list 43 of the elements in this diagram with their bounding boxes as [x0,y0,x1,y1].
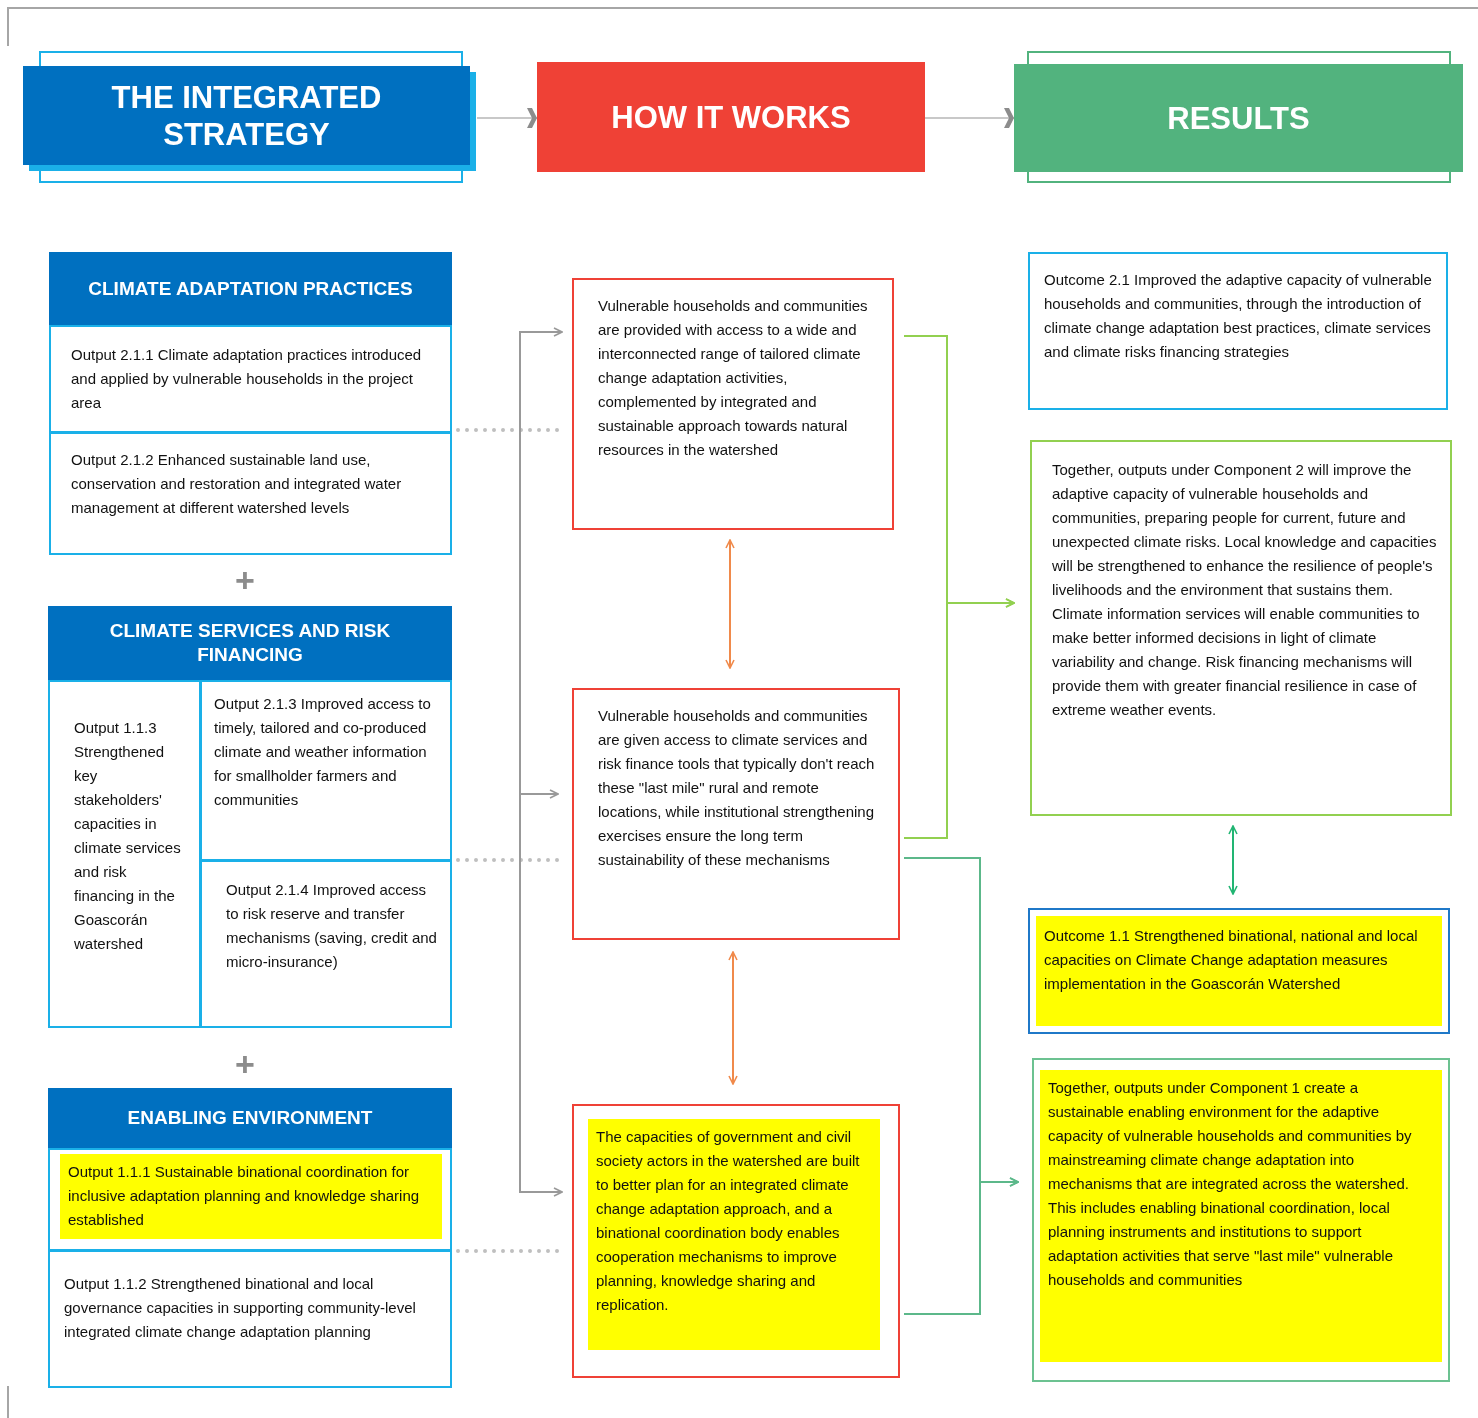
output-cell [49,325,452,433]
output-cell [48,1148,452,1251]
connector-arrow [903,598,1015,839]
output-text: Output 2.1.1 Climate adaptation practices introduced and applied by vulnerable households in the project area [71,345,423,413]
description-box [1028,908,1450,1034]
plus-sign: + [235,563,255,597]
output-text: Output 2.1.2 Enhanced sustainable land use, conservation and restoration and integrated water management at different watershed levels [71,450,403,518]
description-text: Outcome 2.1 Improved the adaptive capacity of vulnerable households and communities, through the introduction of climate change adaptation best practices, climate services and climate risks financing strategies [1044,270,1433,362]
output-cell [200,680,452,861]
output-text: Output 1.1.3 Strengthened key stakeholders' capacities in climate services and risk financing in the Goascorán watershed [74,718,182,954]
output-text: Output 1.1.2 Strengthened binational and local governance capacities in supporting community-level integrated climate change adaptation planning [64,1274,417,1342]
output-text: Output 2.1.4 Improved access to risk reserve and transfer mechanisms (saving, credit and micro-insurance) [226,880,438,972]
header-banner [537,62,925,172]
connector-arrow [519,327,563,761]
description-text: Together, outputs under Component 2 will improve the adaptive capacity of vulnerable households and communities, preparing people for current, future and unexpected climate risks. Local knowledge and capacities will be strengthened to enhance the resilience of people's livelihoods and the environment that sustains them. Climate information services will enable communities to make better informed decisions in light of climate variability and change. Risk financing mechanisms will provide them with greater financial resilience in case of extreme weather events. [1052,460,1438,720]
description-text: Vulnerable households and communities are given access to climate services and risk finance tools that typically don't reach these "last mile" rural and remote locations, while institutional strengthening exercises ensure the long term sustainability of these mechanisms [598,706,876,870]
description-text: Outcome 1.1 Strengthened binational, national and local capacities on Climate Change adaptation measures implementation in the Goascorán Watershed [1036,916,1442,1026]
description-box [1028,252,1448,410]
header-title: RESULTS [1167,99,1310,137]
section-panel [48,606,452,1028]
section-heading: CLIMATE SERVICES AND RISK FINANCING [48,606,452,680]
output-text: Output 2.1.3 Improved access to timely, tailored and co-produced climate and weather information for smallholder farmers and communities [214,694,432,810]
connector-arrow [725,539,735,669]
description-text: The capacities of government and civil society actors in the watershed are built to better plan for an integrated climate change adaptation approach, and a binational coordination body enables cooperation mechanisms to improve planning, knowledge sharing and replication. [588,1119,880,1350]
header-banner [1014,64,1463,172]
section-heading: ENABLING ENVIRONMENT [48,1088,452,1148]
description-box [572,278,894,530]
description-box [572,688,900,940]
output-cell [200,860,452,1028]
plus-sign: + [235,1047,255,1081]
output-text: Output 1.1.1 Sustainable binational coordination for inclusive adaptation planning and knowledge sharing established [60,1154,442,1239]
header-title: HOW IT WORKS [611,98,851,136]
connector-arrow [1228,825,1238,895]
description-box [1030,440,1452,816]
output-cell [48,680,201,1028]
connector-arrow [519,759,563,1197]
header-title: THE INTEGRATED STRATEGY [110,78,383,153]
description-box [572,1104,900,1378]
connector-arrow [903,1177,1019,1315]
section-heading: CLIMATE ADAPTATION PRACTICES [49,252,452,325]
connector-arrow [728,951,738,1085]
description-text: Vulnerable households and communities are provided with access to a wide and interconnected range of tailored climate change adaptation activities, complemented by integrated and sustainable approach towards natural resources in the watershed [598,296,869,460]
description-text: Together, outputs under Component 1 create a sustainable enabling environment for the adaptive capacity of vulnerable households and communities by mainstreaming climate change adaptation into mechanisms that are integrated across the watershed. This includes enabling binational coordination, local planning instruments and institutions to support adaptation activities that serve "last mile" vulnerable households and communities [1040,1070,1442,1362]
